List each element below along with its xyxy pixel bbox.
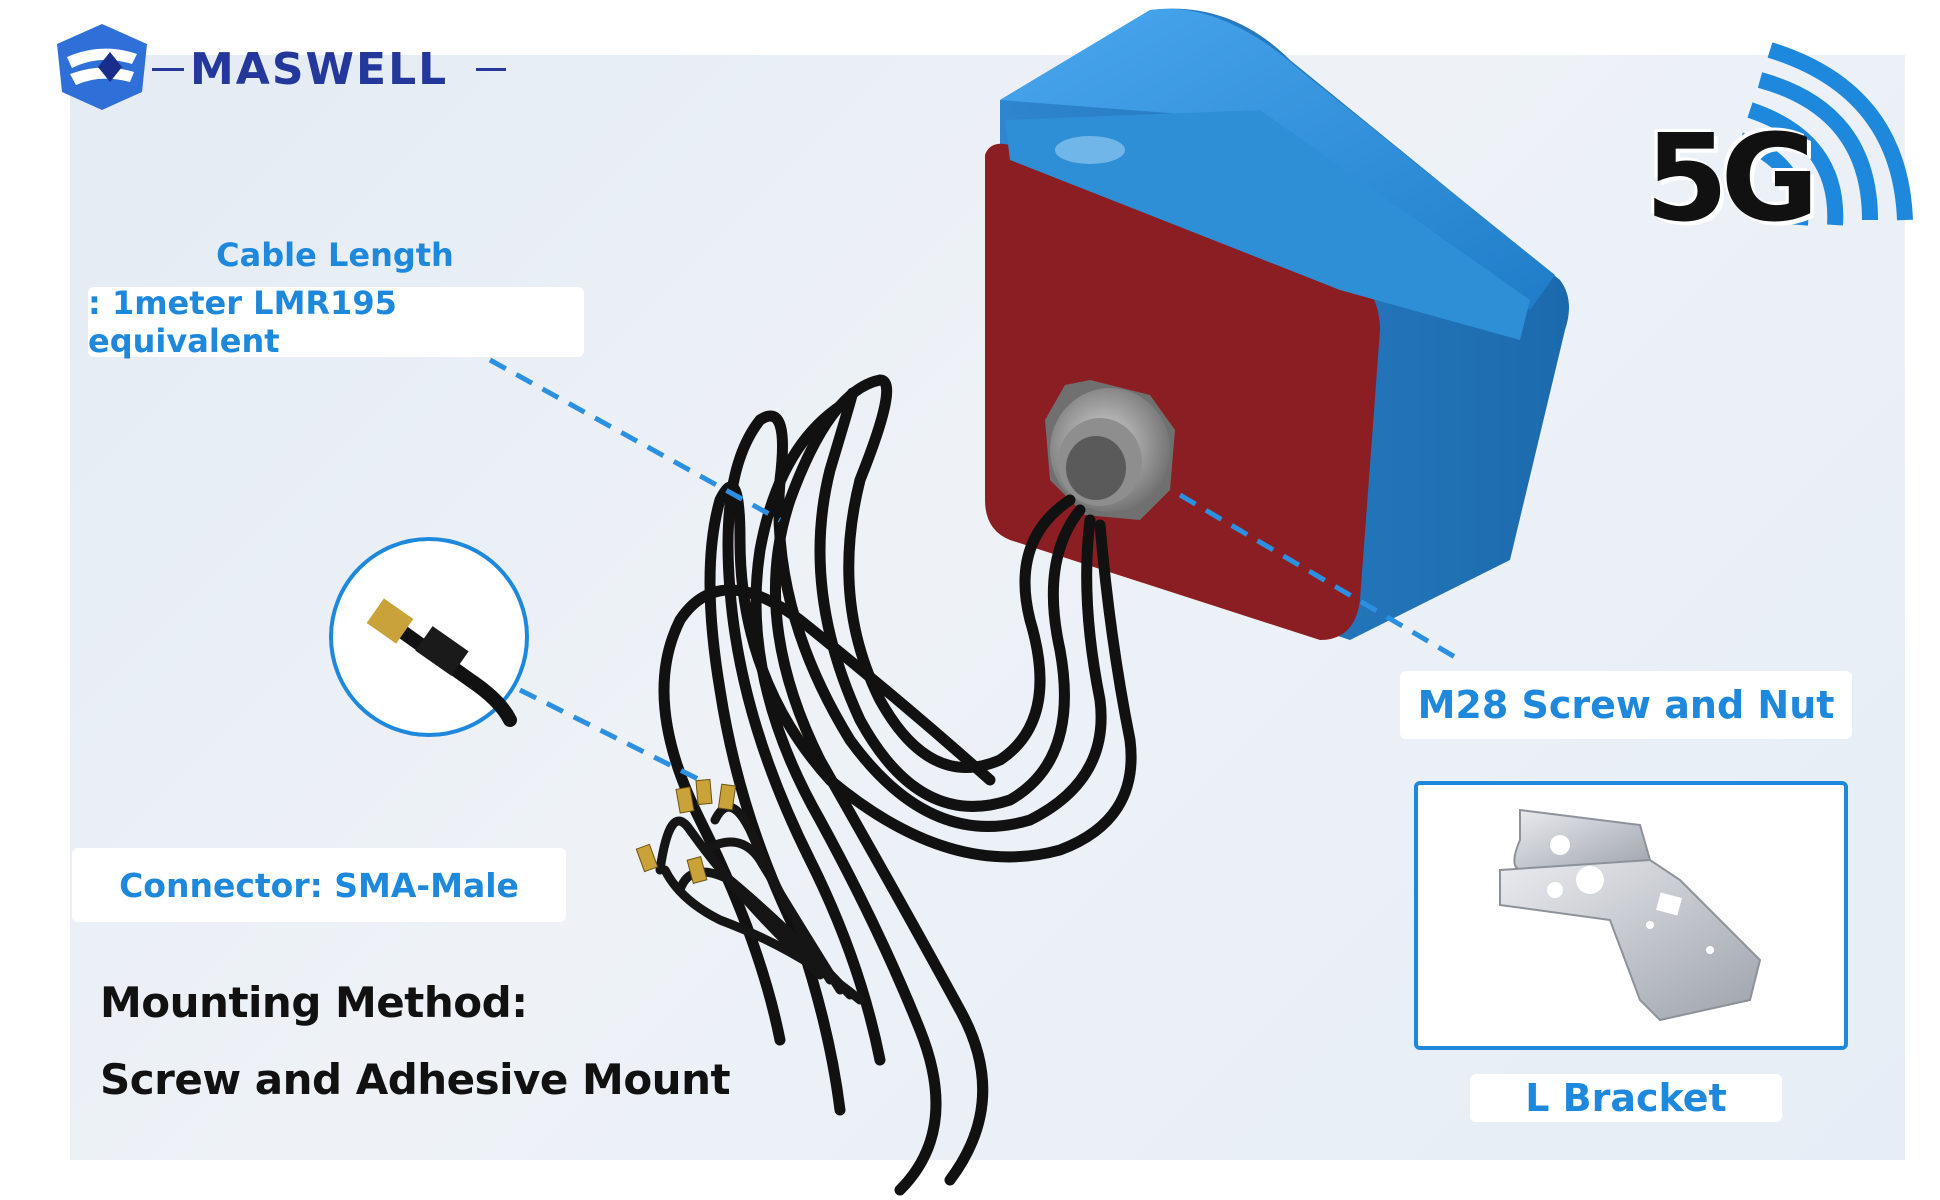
l-bracket-label: L Bracket: [1470, 1074, 1782, 1122]
logo-rule-right: [476, 68, 506, 71]
antenna-housing: [985, 8, 1569, 641]
cable-length-title: Cable Length: [216, 236, 454, 274]
mounting-method-description: Screw and Adhesive Mount: [100, 1055, 731, 1104]
5g-badge-text: 5G: [1645, 110, 1819, 249]
5g-signal-icon: [1736, 42, 1913, 226]
connector-label: Connector: SMA-Male: [72, 848, 566, 922]
coiled-cable: [658, 374, 1137, 1196]
maswell-logo-icon: [57, 24, 147, 110]
screw-nut: [1045, 380, 1175, 520]
leader-lines: [488, 357, 1462, 783]
logo-rule-left: [152, 68, 184, 71]
mounting-method-heading: Mounting Method:: [100, 978, 528, 1027]
brand-name: MASWELL: [190, 44, 449, 95]
connector-zoom-circle: [329, 537, 529, 737]
l-bracket-box: [1414, 781, 1848, 1050]
pigtails: [635, 778, 865, 1005]
cable-length-label: : 1meter LMR195 equivalent: [88, 284, 584, 360]
screw-nut-label: M28 Screw and Nut: [1400, 671, 1852, 739]
